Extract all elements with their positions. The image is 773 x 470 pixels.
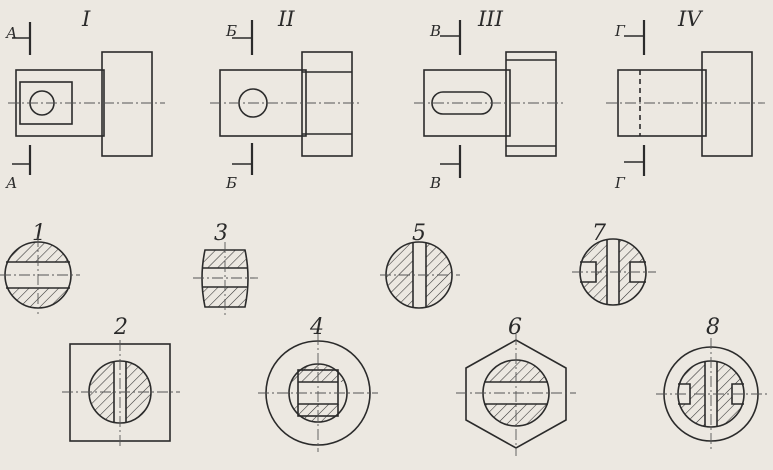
view-I-label: I [81, 7, 91, 31]
section-letter-bottom: Г [614, 174, 626, 192]
head-block [505, 51, 557, 157]
section-number: 7 [592, 221, 606, 246]
nut-block [301, 51, 353, 157]
section-number: 4 [309, 315, 324, 340]
section-2: 2 [62, 315, 180, 448]
section-letter-bottom: В [429, 174, 441, 192]
section-6: 6 [456, 315, 576, 456]
section-number: 5 [412, 221, 426, 246]
section-number: 2 [113, 315, 128, 340]
section-letter-top: Б [225, 22, 237, 40]
section-number: 3 [214, 221, 228, 246]
view-III: III В В [414, 7, 566, 192]
section-7: 7 [572, 221, 656, 306]
view-II: II Б Б [210, 7, 362, 192]
section-number: 6 [508, 315, 522, 340]
view-IV: IV Г Г [606, 7, 765, 192]
section-outline [201, 249, 249, 308]
section-letter-top: А [5, 24, 17, 42]
view-IV-label: IV [677, 7, 703, 31]
view-III-label: III [477, 7, 504, 31]
section-1: 1 [0, 221, 80, 314]
section-4: 4 [258, 315, 378, 452]
section-3: 3 [193, 221, 258, 315]
view-I: I А А [5, 7, 165, 192]
section-number: 1 [32, 221, 46, 246]
section-letter-bottom: А [5, 174, 17, 192]
view-II-label: II [277, 7, 295, 31]
head-block [101, 51, 153, 157]
section-number: 8 [706, 315, 720, 340]
section-letter-top: Г [614, 22, 626, 40]
section-5: 5 [380, 221, 460, 309]
section-8: 8 [656, 315, 768, 452]
section-letter-bottom: Б [225, 174, 237, 192]
head-block [701, 51, 753, 157]
section-letter-top: В [429, 22, 441, 40]
